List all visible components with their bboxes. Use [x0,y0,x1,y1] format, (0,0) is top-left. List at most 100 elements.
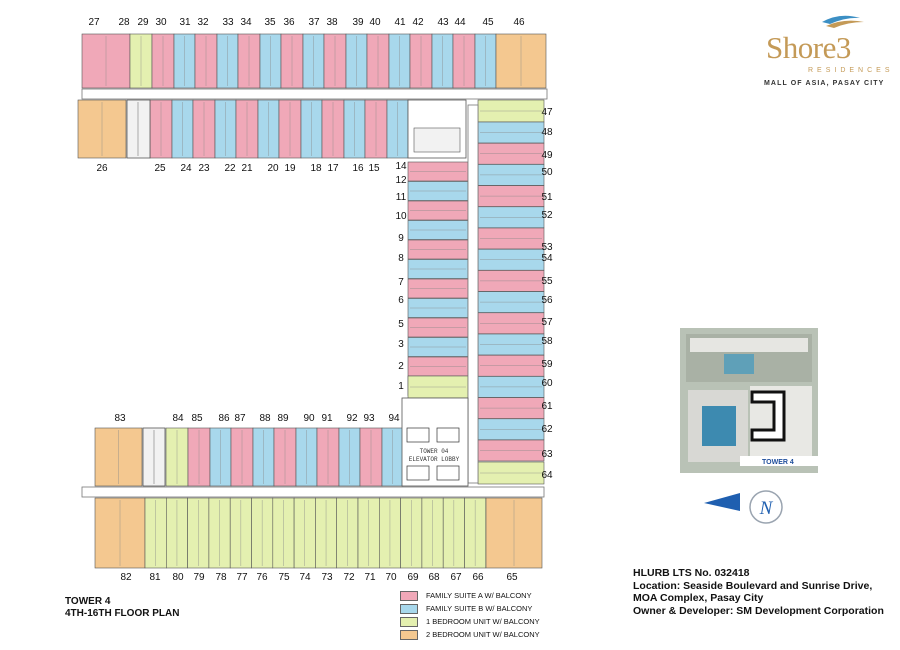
unit-number: 77 [236,572,248,583]
unit-number: 14 [395,161,407,172]
legend-swatch [400,590,418,601]
unit-number: 74 [299,572,311,583]
unit-number: 86 [218,413,230,424]
unit-number: 67 [450,572,462,583]
unit-number: 16 [352,163,364,174]
unit-number: 72 [343,572,355,583]
brand-number: 3 [835,30,852,65]
unit-number: 19 [284,163,296,174]
brand-location: MALL OF ASIA, PASAY CITY [764,80,885,87]
unit-number: 54 [541,253,553,264]
unit-number: 64 [541,470,553,481]
unit-number: 31 [179,17,191,28]
left-column-units [407,161,469,399]
unit-number: 85 [191,413,203,424]
unit-number: 39 [352,17,364,28]
unit-number: 5 [398,319,404,330]
unit-number: 73 [321,572,333,583]
legend-swatch [400,603,418,614]
brand-sub: RESIDENCES [808,67,894,74]
unit-number: 61 [541,401,553,412]
unit-number: 50 [541,167,553,178]
unit-number: 36 [283,17,295,28]
unit-number: 15 [368,163,380,174]
unit-number: 48 [541,127,553,138]
unit-number: 29 [137,17,149,28]
project-info: HLURB LTS No. 032418 Location: Seaside B… [633,567,884,617]
unit-number: 43 [437,17,449,28]
unit-number: 93 [363,413,375,424]
legend-label: 2 BEDROOM UNIT W/ BALCONY [426,630,540,639]
legend-label: FAMILY SUITE A W/ BALCONY [426,591,532,600]
unit-number: 56 [541,295,553,306]
site-minimap: TOWER 4 [680,328,818,473]
unit-number: 70 [385,572,397,583]
unit-number: 42 [412,17,424,28]
unit-number: 92 [346,413,358,424]
unit-number: 25 [154,163,166,174]
legend-item: 1 BEDROOM UNIT W/ BALCONY [400,615,540,628]
lobby-label-1: TOWER 04 [420,448,449,455]
location-line: Location: Seaside Boulevard and Sunrise … [633,579,873,592]
brand-name: Shore [766,30,836,65]
brand-logo: Shore3 RESIDENCES MALL OF ASIA, PASAY CI… [760,10,900,87]
unit-number: 68 [428,572,440,583]
unit-number: 49 [541,150,553,161]
unit-number: 78 [215,572,227,583]
unit-number: 28 [118,17,130,28]
unit-number: 88 [259,413,271,424]
unit-number: 44 [454,17,466,28]
unit-number: 45 [482,17,494,28]
plan-title-line1: TOWER 4 [65,596,111,607]
legend: FAMILY SUITE A W/ BALCONY FAMILY SUITE B… [400,589,540,641]
unit-number: 76 [256,572,268,583]
legend-swatch [400,629,418,640]
unit-number: 87 [234,413,246,424]
unit-number: 47 [541,107,553,118]
unit-number: 75 [278,572,290,583]
right-column-units [477,99,545,485]
unit-number: 40 [369,17,381,28]
corridors [81,88,548,498]
unit-number: 79 [193,572,205,583]
unit-number: 82 [120,572,132,583]
minimap-label: TOWER 4 [762,459,794,466]
unit-number: 63 [541,449,553,460]
unit-number: 91 [321,413,333,424]
unit-number: 8 [398,253,404,264]
unit-number: 33 [222,17,234,28]
unit-number: 2 [398,361,404,372]
north-compass-icon: N [704,490,783,524]
unit-number: 55 [541,276,553,287]
unit-number: 23 [198,163,210,174]
unit-number: 90 [303,413,315,424]
unit-number: 18 [310,163,322,174]
stair-core-bottom: TOWER 04 ELEVATOR LOBBY [142,397,469,487]
unit-number: 52 [541,210,553,221]
unit-number: 37 [308,17,320,28]
lobby-label-2: ELEVATOR LOBBY [409,456,460,463]
lower-wing-units [94,427,404,487]
plan-title: TOWER 4 4TH-16TH FLOOR PLAN [65,596,179,620]
unit-number: 21 [241,163,253,174]
unit-number: 71 [364,572,376,583]
unit-number: 6 [398,295,404,306]
unit-number: 83 [114,413,126,424]
unit-number: 60 [541,378,553,389]
unit-number: 34 [240,17,252,28]
legend-item: FAMILY SUITE B W/ BALCONY [400,602,540,615]
unit-number: 53 [541,242,553,253]
unit-number: 24 [180,163,192,174]
unit-number: 35 [264,17,276,28]
unit-number: 81 [149,572,161,583]
legend-label: FAMILY SUITE B W/ BALCONY [426,604,533,613]
unit-number: 66 [472,572,484,583]
unit-number: 27 [88,17,100,28]
plan-title-line2: 4TH-16TH FLOOR PLAN [65,608,180,619]
unit-number: 1 [398,381,404,392]
wave-icon [822,15,864,28]
developer-line: Owner & Developer: SM Development Corpor… [633,604,884,617]
unit-number: 3 [398,339,404,350]
bottom-wing-units [94,497,543,569]
